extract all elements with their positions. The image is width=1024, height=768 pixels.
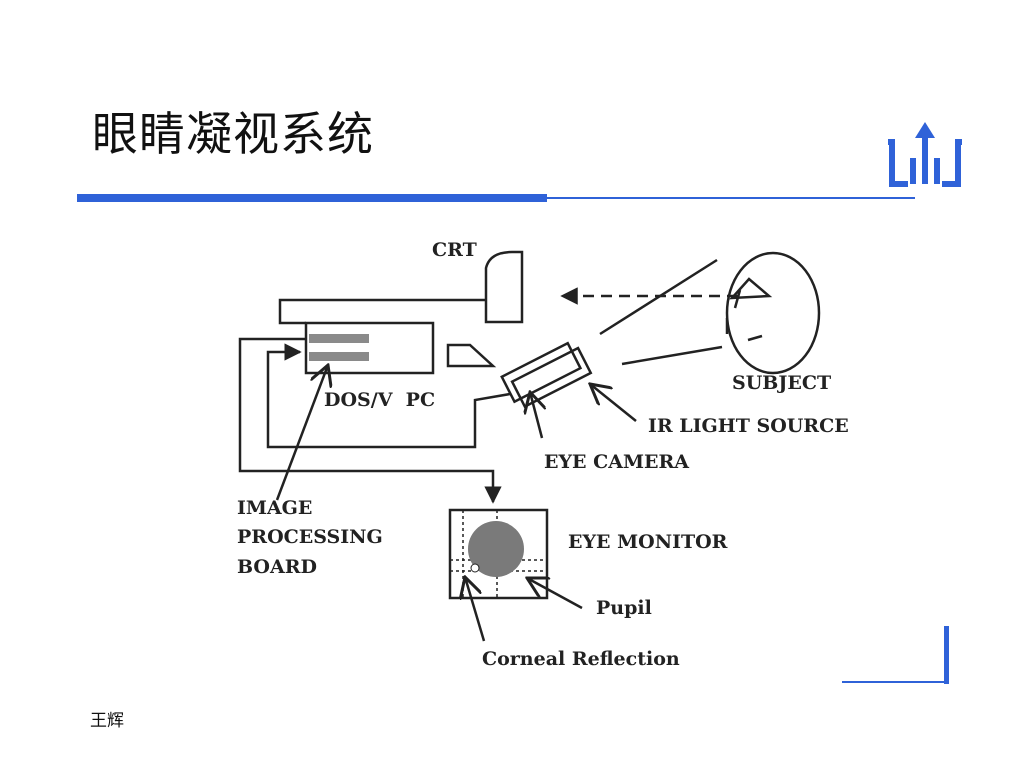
board-to-monitor-cable (238, 337, 502, 504)
eye-camera-shape (500, 341, 593, 409)
label-crt: CRT (432, 239, 477, 261)
label-image-processing-2: PROCESSING (237, 526, 383, 548)
camera-lower-ray (621, 345, 723, 366)
pupil-disc (468, 521, 524, 577)
eye-monitor-box (448, 508, 549, 600)
up-arrow-bracket-logo-icon (888, 122, 962, 187)
label-eye-camera: EYE CAMERA (544, 451, 689, 473)
board-strip-lower (309, 352, 369, 361)
board-strip-upper (309, 334, 369, 343)
label-subject: SUBJECT (732, 372, 831, 394)
eye-camera-pointer (530, 392, 542, 439)
camera-to-pc-cable (266, 343, 517, 449)
title-underline-thin (547, 197, 915, 199)
title-underline-thick (77, 194, 547, 202)
author-name: 王辉 (90, 711, 124, 731)
ir-light-pointer (590, 384, 637, 422)
label-pc: DOS/V PC (324, 389, 435, 411)
image-board-pointer (275, 365, 328, 501)
label-image-processing-3: BOARD (237, 556, 317, 578)
label-ir-light-source: IR LIGHT SOURCE (648, 415, 849, 437)
subject-eye (729, 277, 773, 300)
slide-title: 眼睛凝视系统 (92, 107, 374, 161)
corneal-reflection-dot (470, 563, 480, 573)
pupil-pointer (527, 578, 583, 610)
corner-accent-vertical (944, 626, 949, 684)
crt-to-pc-line (278, 298, 486, 325)
corneal-reflection-pointer (465, 577, 486, 642)
pc-box (304, 321, 435, 375)
corner-accent-horizontal (842, 681, 949, 683)
pc-drive-shape (446, 343, 497, 368)
subject-head (725, 251, 821, 375)
label-image-processing-1: IMAGE (237, 497, 312, 519)
label-pupil: Pupil (596, 597, 652, 619)
label-corneal-reflection: Corneal Reflection (482, 648, 680, 670)
label-eye-monitor: EYE MONITOR (568, 531, 728, 553)
crt-monitor-shape (484, 250, 524, 324)
